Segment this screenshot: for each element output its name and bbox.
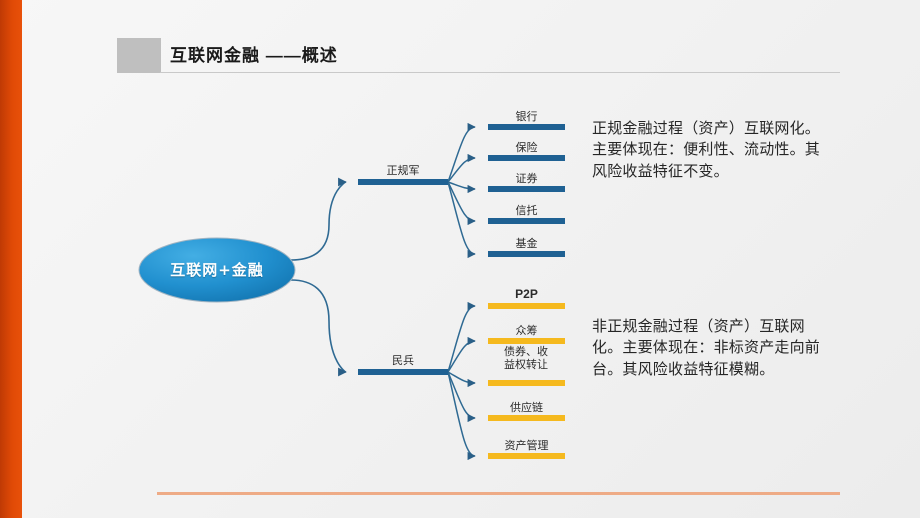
connector-regular-leaf-4 [447,181,476,259]
annotation-top: 正规金融过程（资产）互联网化。主要体现在：便利性、流动性。其风险收益特征不变。 [592,119,821,180]
connector-militia-leaf-1 [447,336,476,373]
connector-root-to-regular [290,177,347,261]
connector-militia-leaf-3 [447,371,476,423]
connector-militia-leaf-0 [447,301,476,373]
connector-militia-leaf-2 [447,371,476,388]
annotation-bottom: 非正规金融过程（资产）互联网化。主要体现在：非标资产走向前台。其风险收益特征模糊… [592,317,821,378]
root-node-label: 互联网+金融 [170,261,264,279]
leaf-bar-regular-2[interactable] [488,186,565,192]
page-title: 互联网金融 ——概述 [170,46,338,65]
leaf-bar-militia-2[interactable] [488,380,565,386]
connector-root-to-militia [290,279,347,377]
left-accent-bar [0,0,22,518]
connector-regular-leaf-0 [447,122,476,183]
header-square-marker [117,38,161,73]
footer-divider [157,492,840,495]
root-node-layer [138,237,296,303]
root-node-ellipse[interactable] [138,237,296,303]
leaf-bar-militia-0[interactable] [488,303,565,309]
branch-bar-militia[interactable] [358,369,448,375]
header-divider [160,72,840,73]
leaf-bar-militia-4[interactable] [488,453,565,459]
connector-militia-leaf-4 [447,371,476,461]
leaf-bar-militia-3[interactable] [488,415,565,421]
connector-regular-leaf-3 [447,181,476,226]
leaf-bar-regular-0[interactable] [488,124,565,130]
leaf-bar-regular-4[interactable] [488,251,565,257]
node-bar-layer [358,124,565,459]
branch-bar-regular[interactable] [358,179,448,185]
connector-regular-leaf-1 [447,153,476,183]
connector-layer [290,122,476,461]
leaf-bar-militia-1[interactable] [488,338,565,344]
leaf-bar-regular-3[interactable] [488,218,565,224]
leaf-bar-regular-1[interactable] [488,155,565,161]
connector-regular-leaf-2 [447,181,476,194]
